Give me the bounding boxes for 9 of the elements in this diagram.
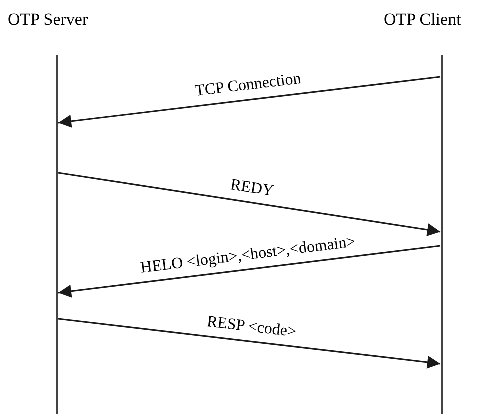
message-label: REDY [228, 177, 274, 200]
message-label: RESP <code> [206, 314, 297, 340]
message-arrow [58, 318, 441, 369]
lifeline-heading: OTP Server [8, 11, 88, 28]
message-arrow [58, 76, 441, 128]
message-label: TCP Connection [194, 71, 302, 100]
message-arrow [58, 172, 441, 236]
message-arrow [58, 245, 441, 298]
lifeline-heading: OTP Client [384, 11, 462, 28]
